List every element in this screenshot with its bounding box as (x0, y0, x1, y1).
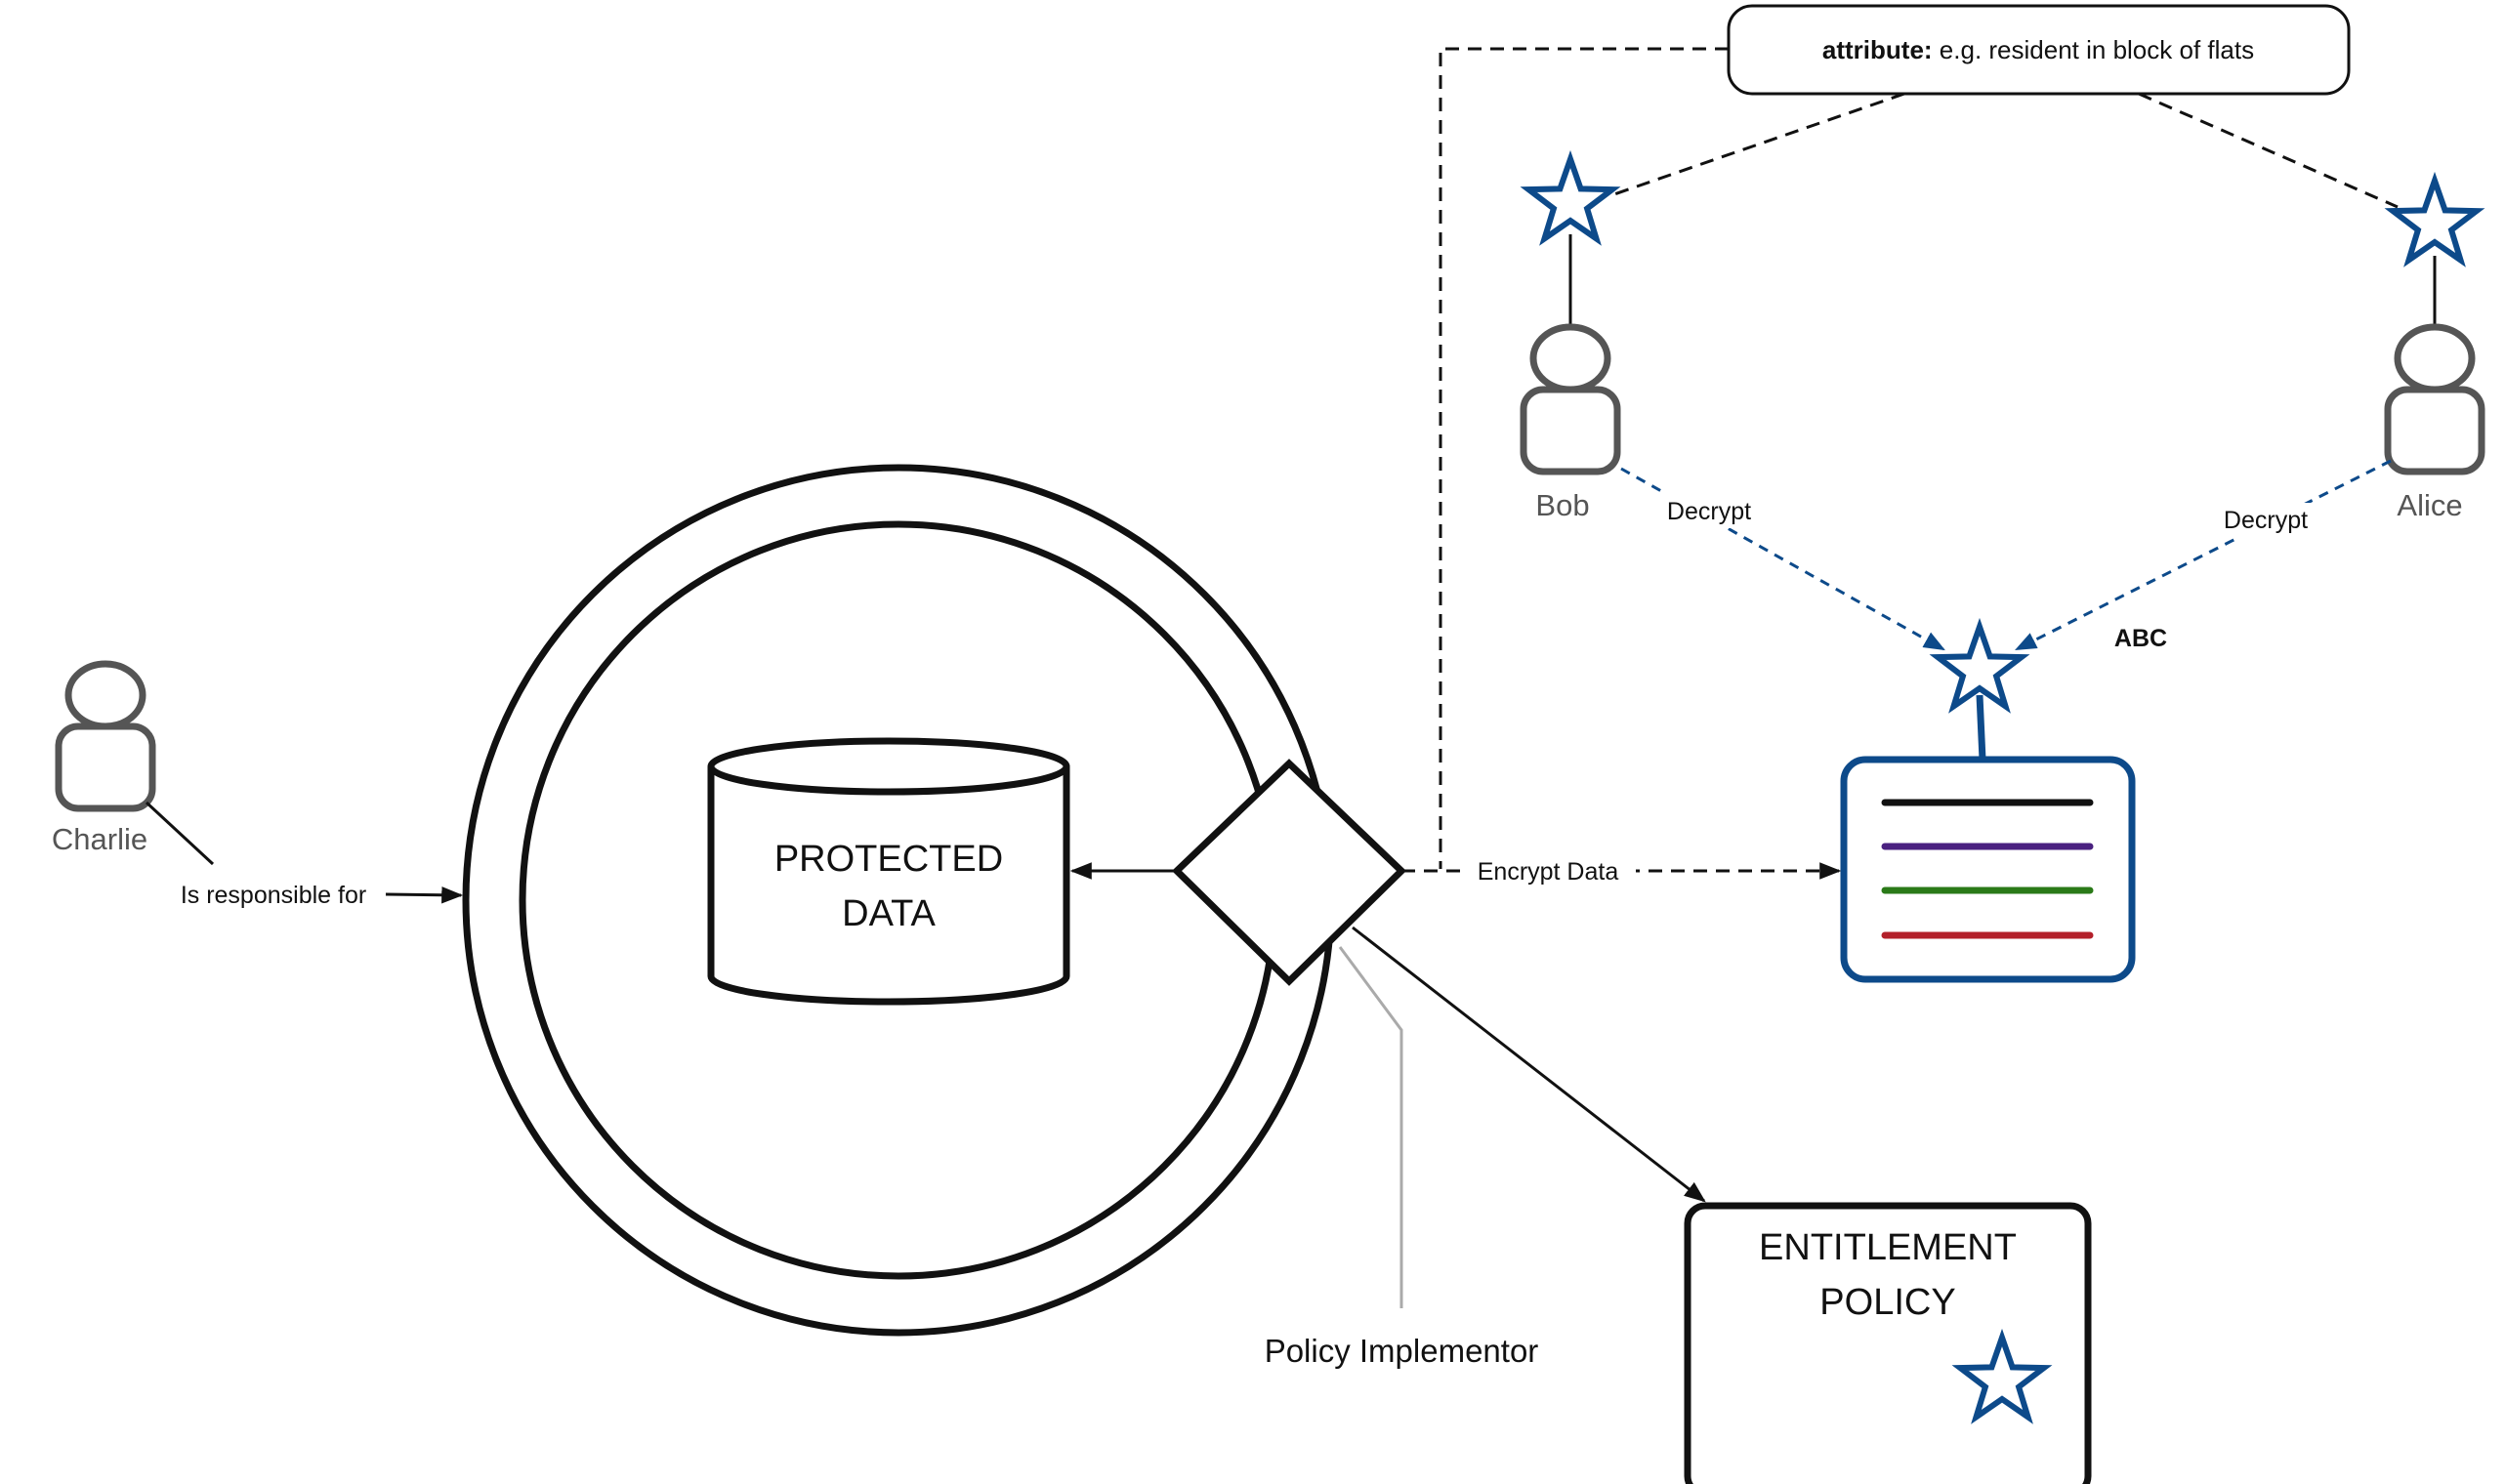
person-icon (59, 664, 152, 808)
attribute-link-dashed (1439, 47, 1729, 869)
encrypt-label: Encrypt Data (1478, 858, 1619, 886)
entitlement-policy-label-2: POLICY (1819, 1282, 1955, 1323)
star-icon (1929, 617, 2030, 714)
policy-implementor-callout (1338, 946, 1403, 1308)
attribute-text: attribute: e.g. resident in block of fla… (1822, 35, 2254, 64)
policy-implementor-label: Policy Implementor (1265, 1333, 1539, 1369)
bob-decrypt-label: Decrypt (1667, 498, 1751, 525)
ciphertext-label: ABC (2114, 625, 2167, 652)
star-icon (1520, 149, 1621, 246)
attribute-box (1727, 4, 2351, 96)
protected-data-label-2: DATA (842, 893, 936, 934)
person-icon (1524, 327, 1617, 472)
attribute-value: e.g. resident in block of flats (1933, 35, 2255, 64)
star-icon (1951, 1328, 2053, 1424)
charlie-label: Charlie (52, 822, 147, 856)
attribute-to-alice-star (2138, 92, 2399, 209)
charlie-responsible-label: Is responsible for (181, 882, 366, 909)
document-icon (1840, 756, 2136, 983)
diamond-icon (1171, 759, 1407, 986)
entitlement-policy-box (1684, 1202, 2092, 1484)
charlie-connector (145, 801, 215, 866)
star-icon (2384, 171, 2485, 268)
alice-decrypt-arrow (2015, 459, 2392, 651)
entitlement-policy-label-1: ENTITLEMENT (1759, 1227, 2017, 1268)
doc-star-stem (1976, 694, 1986, 761)
implementor-to-policy-arrow (1352, 926, 1706, 1203)
bob-label: Bob (1535, 488, 1589, 522)
cylinder-icon (707, 737, 1070, 1006)
person-icon (2388, 327, 2482, 472)
protected-data-label-1: PROTECTED (774, 839, 1003, 880)
charlie-to-circle-arrow (385, 886, 464, 904)
attribute-key: attribute: (1822, 35, 1933, 64)
attribute-to-bob-star (1610, 92, 1905, 197)
alice-label: Alice (2397, 488, 2462, 522)
alice-decrypt-label: Decrypt (2224, 507, 2308, 534)
